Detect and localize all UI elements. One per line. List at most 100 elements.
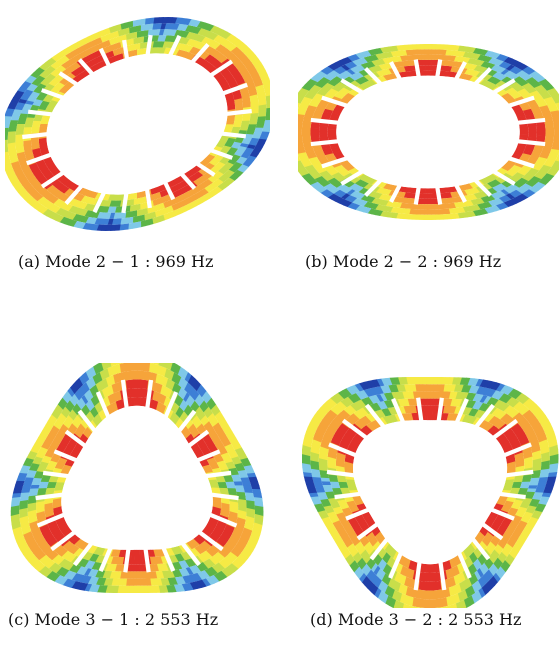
displacement-cell <box>468 543 476 553</box>
displacement-cell <box>511 531 521 539</box>
displacement-cell <box>215 552 225 561</box>
displacement-cell <box>22 530 33 539</box>
displacement-cell <box>354 554 363 564</box>
displacement-cell <box>231 560 242 570</box>
displacement-cell <box>310 98 321 105</box>
displacement-cell <box>365 543 373 553</box>
displacement-cell <box>364 396 374 405</box>
displacement-cell <box>210 167 219 174</box>
displacement-cell <box>66 81 75 87</box>
displacement-cell <box>476 66 485 72</box>
displacement-cell <box>101 548 109 556</box>
displacement-cell <box>143 202 148 209</box>
displacement-cell <box>53 489 63 494</box>
displacement-cell <box>183 429 190 437</box>
displacement-cell <box>54 484 64 488</box>
displacement-cell <box>495 543 504 553</box>
displacement-cell <box>213 72 223 79</box>
displacement-cell <box>248 120 258 125</box>
displacement-cell <box>160 404 167 415</box>
displacement-cell <box>94 403 101 414</box>
stator-slot <box>506 155 535 169</box>
displacement-cell <box>21 527 32 535</box>
displacement-cell <box>409 49 415 56</box>
displacement-cell <box>383 400 392 409</box>
displacement-cell <box>480 208 489 215</box>
displacement-cell <box>178 561 186 569</box>
displacement-cell <box>470 58 478 65</box>
displacement-cell <box>6 170 16 178</box>
displacement-cell <box>44 508 54 515</box>
displacement-cell <box>81 51 88 58</box>
displacement-cell <box>497 435 508 444</box>
displacement-cell <box>22 181 32 189</box>
displacement-cell <box>5 147 9 153</box>
displacement-cell <box>79 582 89 591</box>
displacement-cell <box>178 377 186 388</box>
displacement-cell <box>496 401 507 410</box>
displacement-cell <box>42 191 53 200</box>
displacement-cell <box>229 437 239 445</box>
displacement-cell <box>93 394 100 405</box>
displacement-cell <box>125 578 131 586</box>
displacement-cell <box>531 176 542 183</box>
displacement-cell <box>472 385 481 394</box>
displacement-cell <box>367 55 376 62</box>
displacement-cell <box>424 193 428 199</box>
displacement-cell <box>82 371 90 383</box>
displacement-cell <box>429 564 434 573</box>
displacement-cell <box>424 59 429 66</box>
displacement-cell <box>43 201 54 209</box>
displacement-cell <box>527 434 538 443</box>
displacement-cell <box>13 167 23 175</box>
displacement-cell <box>476 394 485 403</box>
displacement-cell <box>238 130 248 135</box>
displacement-cell <box>196 423 204 432</box>
stator-slot <box>326 469 357 478</box>
displacement-cell <box>356 419 367 428</box>
displacement-cell <box>130 564 135 572</box>
displacement-cell <box>77 412 85 421</box>
displacement-cell <box>442 44 449 50</box>
displacement-cell <box>44 505 54 512</box>
displacement-cell <box>39 189 50 197</box>
displacement-cell <box>331 95 342 102</box>
displacement-cell <box>51 169 61 176</box>
displacement-cell <box>381 378 389 386</box>
displacement-cell <box>383 74 390 81</box>
displacement-cell <box>310 447 320 455</box>
displacement-cell <box>432 405 437 414</box>
displacement-cell <box>173 404 180 414</box>
displacement-cell <box>477 410 486 419</box>
displacement-cell <box>242 527 253 536</box>
displacement-cell <box>456 563 463 574</box>
stator-slot <box>480 521 504 541</box>
displacement-cell <box>302 467 312 473</box>
displacement-cell <box>536 128 546 133</box>
displacement-cell <box>456 399 463 407</box>
displacement-cell <box>525 68 536 75</box>
displacement-cell <box>351 177 361 184</box>
displacement-cell <box>304 93 315 100</box>
displacement-cell <box>191 167 199 174</box>
displacement-cell <box>330 395 341 404</box>
displacement-cell <box>109 571 116 579</box>
displacement-cell <box>196 409 204 419</box>
displacement-cell <box>85 426 93 435</box>
displacement-cell <box>139 397 144 407</box>
displacement-cell <box>509 167 520 173</box>
displacement-cell <box>19 178 30 186</box>
displacement-cell <box>175 17 183 24</box>
displacement-cell <box>220 511 230 519</box>
displacement-cell <box>322 111 332 116</box>
displacement-cell <box>215 539 226 548</box>
displacement-cell <box>154 585 161 593</box>
displacement-cell <box>489 70 498 77</box>
displacement-cell <box>228 514 238 522</box>
displacement-cell <box>538 179 549 186</box>
displacement-cell <box>530 152 541 158</box>
displacement-cell <box>208 160 218 167</box>
displacement-cell <box>208 401 217 411</box>
displacement-cell <box>388 73 396 80</box>
displacement-cell <box>335 525 345 533</box>
